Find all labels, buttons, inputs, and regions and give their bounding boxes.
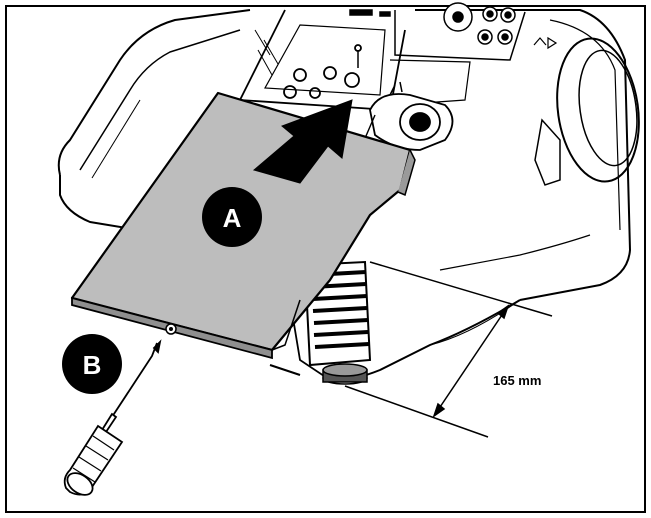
callout-b-label: B (83, 350, 102, 380)
dimension-indicator (344, 261, 553, 438)
screwdriver-icon (63, 339, 162, 496)
callout-a: A (202, 187, 262, 247)
control-panel (349, 2, 558, 61)
insert-direction-arrow (252, 99, 353, 184)
callout-a-label: A (223, 203, 242, 233)
lens (534, 37, 640, 186)
callout-b: B (62, 334, 122, 394)
adjustable-foot (322, 363, 368, 385)
lamp-module (349, 81, 454, 201)
dimension-label: 165 mm (493, 373, 541, 388)
